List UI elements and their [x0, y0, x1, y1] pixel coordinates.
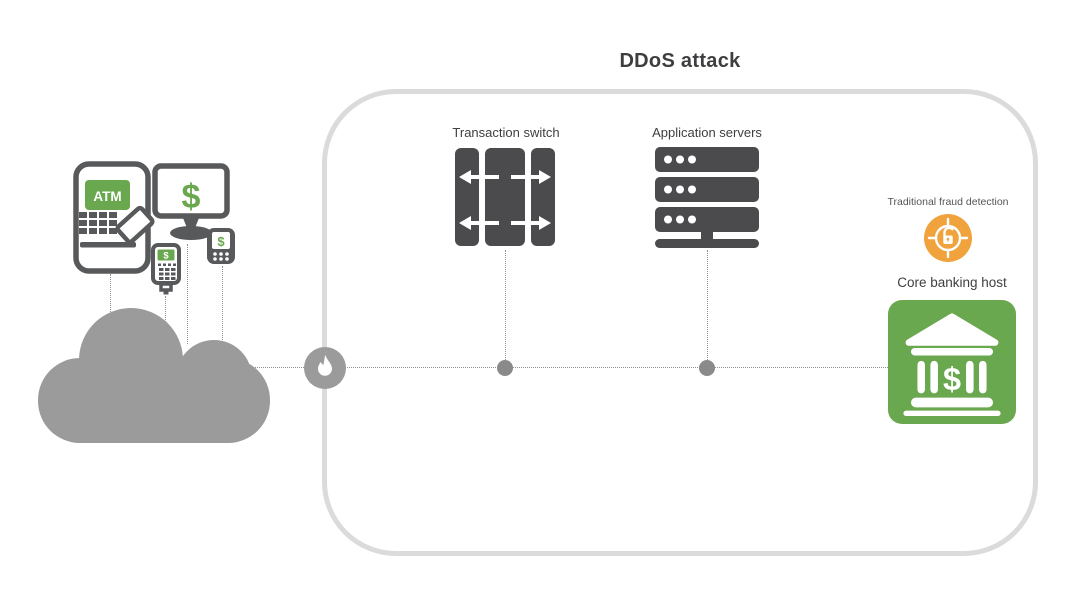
network-cloud-icon: [38, 308, 270, 443]
monitor-dollar: $: [182, 178, 201, 216]
core-banking-label: Core banking host: [897, 275, 1007, 290]
bank-card-icon: [115, 205, 155, 245]
switch-connector-dot: [497, 360, 513, 376]
core-banking-host-icon: $: [888, 300, 1016, 424]
attack-flame-badge: [304, 347, 346, 389]
main-connector-line: [242, 367, 888, 368]
atm-keypad: [79, 212, 117, 234]
datacenter-zone-frame: [322, 89, 1038, 556]
pos-terminal-icon: $: [151, 243, 181, 295]
pos-connector-line: [165, 296, 166, 324]
fraud-detection-icon: [924, 214, 972, 262]
bank-dollar: $: [943, 361, 961, 397]
transaction-switch-label: Transaction switch: [452, 125, 560, 140]
monitor-connector-line: [187, 244, 188, 344]
diagram-title: DDoS attack: [619, 50, 741, 72]
mobile-phone-icon: $: [207, 228, 235, 264]
transaction-switch-icon: [455, 148, 555, 246]
phone-connector-line: [222, 266, 223, 344]
application-servers-label: Application servers: [652, 125, 762, 140]
application-servers-icon: [655, 147, 759, 248]
bank-building-icon: $: [903, 313, 1001, 416]
phone-dollar: $: [217, 234, 225, 249]
atm-machine-icon: ATM: [73, 161, 155, 274]
servers-connector-dot: [699, 360, 715, 376]
pos-dollar: $: [163, 251, 169, 262]
atm-connector-line: [110, 274, 111, 318]
desktop-monitor-icon: $: [152, 163, 230, 240]
fraud-detection-label: Traditional fraud detection: [887, 196, 1009, 208]
atm-slot: [80, 242, 136, 248]
servers-connector-line: [707, 250, 708, 362]
flame-icon: [318, 355, 332, 376]
atm-label: ATM: [93, 189, 121, 204]
switch-connector-line: [505, 250, 506, 362]
